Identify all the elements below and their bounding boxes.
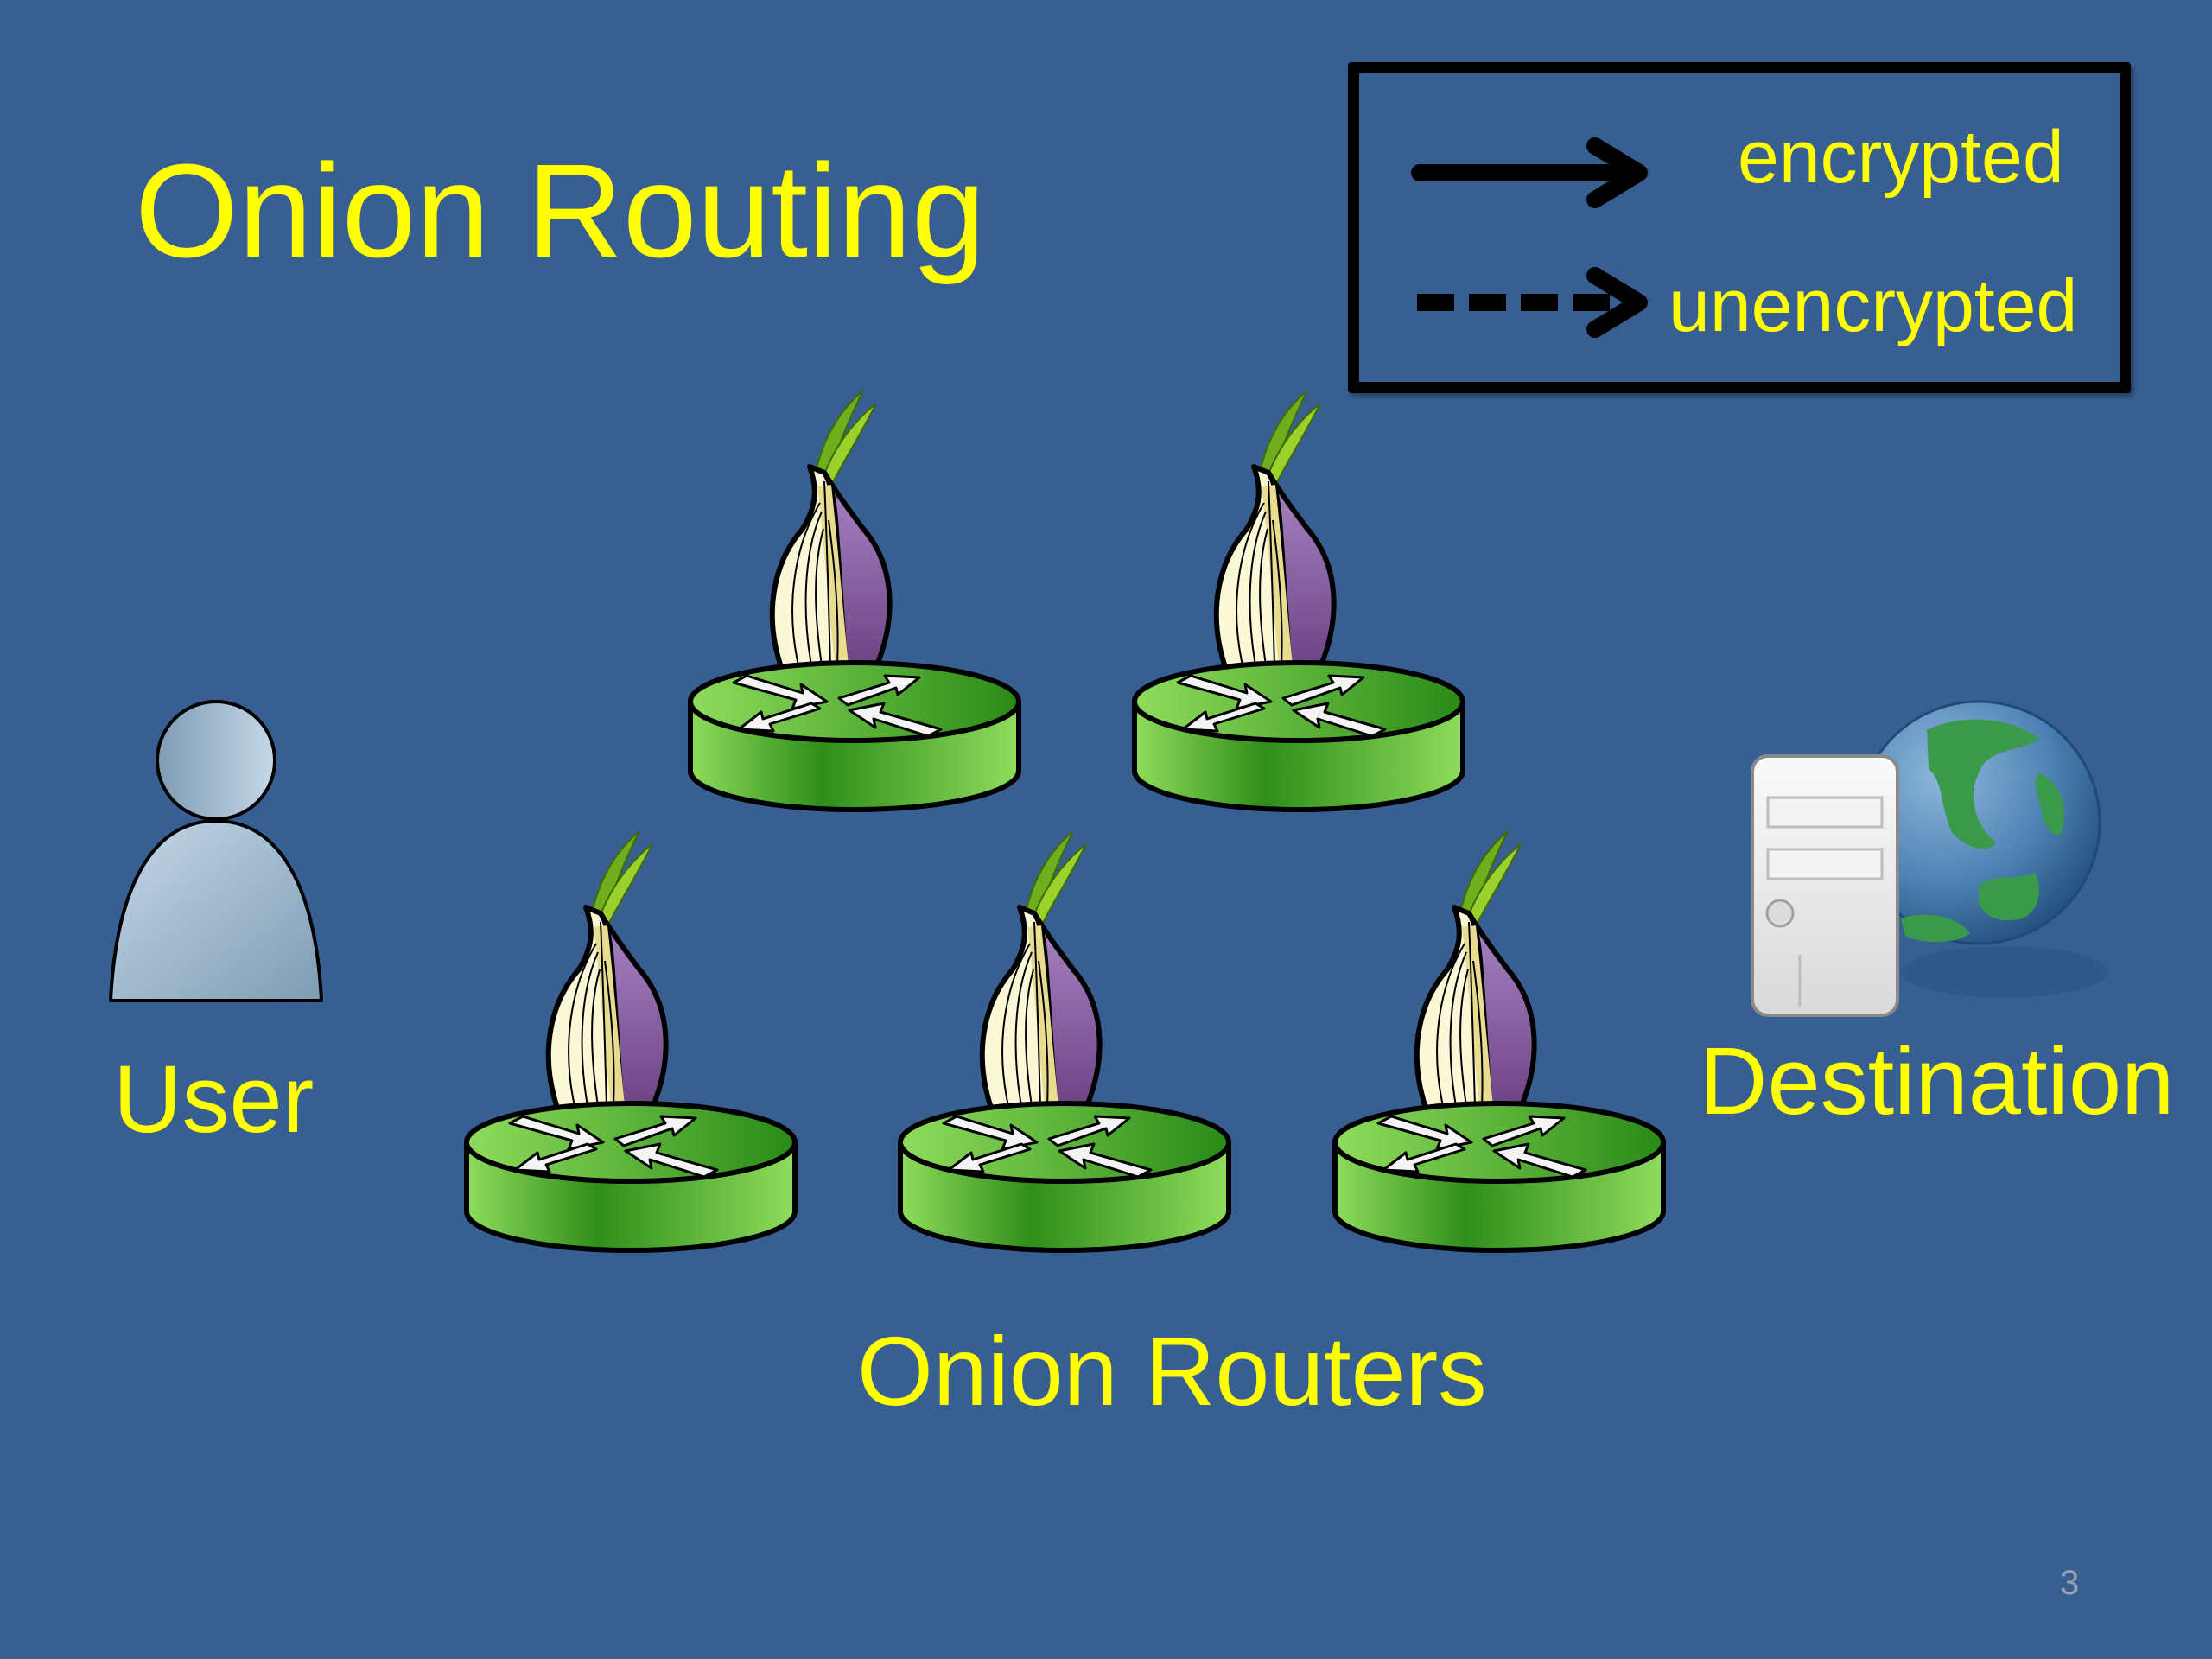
onion-router-icon bbox=[892, 831, 1237, 1263]
legend-label-encrypted: encrypted bbox=[1738, 116, 2064, 199]
legend-box: encrypted unencrypted bbox=[1348, 62, 2131, 393]
onion-router-icon bbox=[682, 391, 1027, 823]
onion-router-icon bbox=[458, 831, 804, 1263]
legend-label-unencrypted: unencrypted bbox=[1669, 264, 2078, 347]
globe-icon bbox=[1856, 700, 2101, 945]
slide-title: Onion Routing bbox=[135, 137, 986, 285]
server-globe-icon bbox=[1751, 700, 2108, 1017]
onion-router-icon bbox=[1326, 831, 1672, 1263]
user-person-icon bbox=[109, 700, 323, 1002]
page-number: 3 bbox=[2060, 1564, 2080, 1602]
onion-routers-label: Onion Routers bbox=[857, 1317, 1487, 1426]
legend-arrows bbox=[1411, 137, 1648, 338]
dashed-arrow-icon bbox=[1417, 267, 1648, 338]
server-icon bbox=[1751, 754, 1899, 1017]
user-label: User bbox=[113, 1046, 315, 1153]
destination-label: Destination bbox=[1699, 1028, 2175, 1135]
solid-arrow-icon bbox=[1411, 137, 1648, 208]
onion-router-icon bbox=[1126, 391, 1471, 823]
